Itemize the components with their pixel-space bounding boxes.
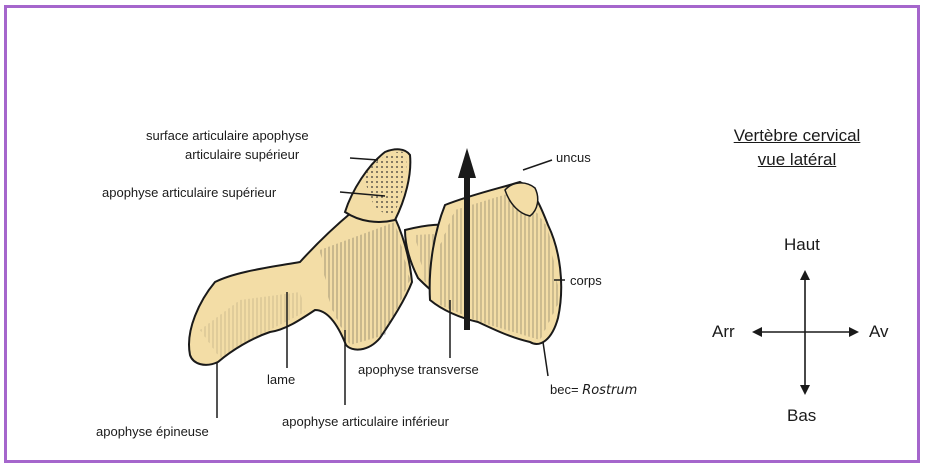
label-apophyse-epineuse: apophyse épineuse	[96, 424, 209, 439]
orientation-bottom-label: Bas	[787, 406, 816, 426]
arrow-right-icon	[849, 327, 859, 337]
label-surface-articulaire-line2: articulaire supérieur	[185, 147, 299, 162]
label-bec: bec=	[550, 382, 579, 397]
diagram-subtitle: vue latéral	[697, 149, 897, 171]
orientation-top-label: Haut	[784, 235, 820, 255]
arrow-down-icon	[800, 385, 810, 395]
arrow-up-icon	[800, 270, 810, 280]
label-rostrum: Rostrum	[582, 383, 637, 398]
foramen-arrow-head	[458, 148, 476, 178]
diagram-title: Vertèbre cervical	[697, 125, 897, 147]
arrow-left-icon	[752, 327, 762, 337]
label-apophyse-transverse: apophyse transverse	[358, 362, 479, 377]
label-lame: lame	[267, 372, 295, 387]
orientation-right-label: Av	[869, 322, 889, 342]
label-corps: corps	[570, 273, 602, 288]
orientation-left-label: Arr	[712, 322, 735, 342]
label-apophyse-articulaire-inferieur: apophyse articulaire inférieur	[282, 414, 449, 429]
label-uncus: uncus	[556, 150, 591, 165]
label-surface-articulaire: surface articulaire apophyse	[146, 128, 309, 143]
label-bec-rostrum: bec= Rostrum	[550, 382, 637, 398]
label-apophyse-articulaire-superieur: apophyse articulaire supérieur	[102, 185, 276, 200]
orientation-cross	[757, 275, 854, 390]
